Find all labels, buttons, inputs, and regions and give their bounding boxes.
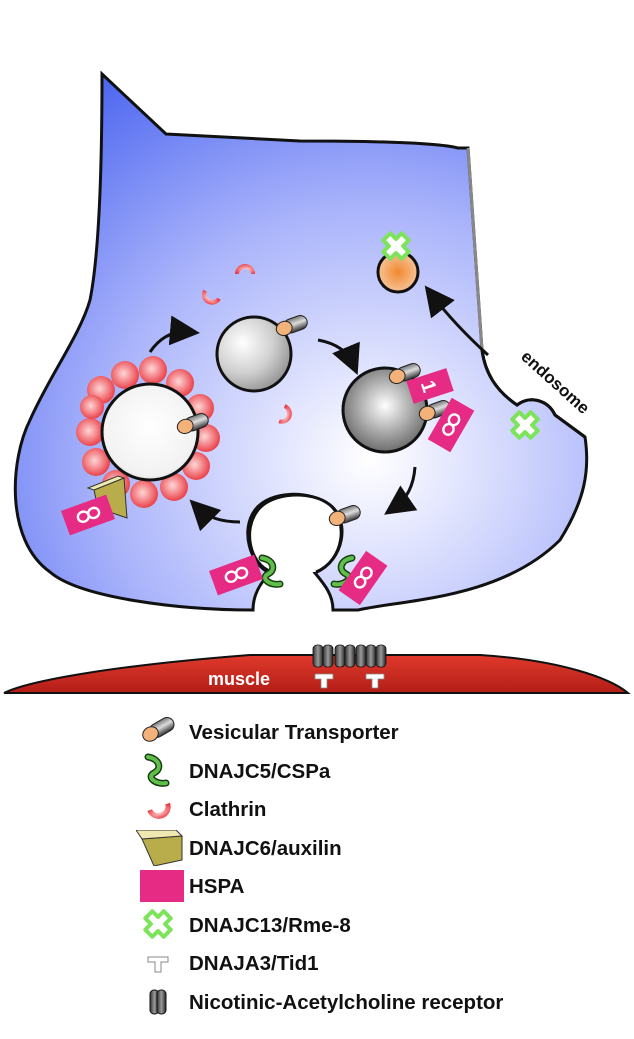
legend-label: Nicotinic-Acetylcholine receptor	[189, 990, 504, 1014]
legend-label: DNAJA3/Tid1	[189, 952, 319, 975]
legend-item-clathrin: Clathrin	[136, 791, 626, 830]
nachr-receptors	[312, 644, 387, 668]
legend-label: Clathrin	[189, 798, 267, 821]
dnajc6-auxilin-icon	[136, 829, 184, 866]
nicotinic-acetylcholine-receptor-icon	[149, 989, 167, 1014]
legend-item-tid1: DNAJA3/Tid1	[136, 945, 626, 984]
dnajc13-rme8-icon	[143, 908, 173, 939]
synapse-diagram: muscle 1	[3, 70, 631, 694]
clathrin-icon	[147, 802, 171, 819]
endosome-membrane	[480, 349, 586, 439]
muscle-label: muscle	[208, 669, 270, 689]
legend-label: HSPA	[189, 875, 245, 898]
legend-label: DNAJC5/CSPa	[189, 759, 331, 783]
dnaja3-tid1-icon	[147, 956, 169, 973]
vesicular-transporter-icon	[142, 717, 175, 742]
legend-item-cspa: DNAJC5/CSPa	[136, 753, 626, 792]
legend-item-hspa: HSPA	[136, 868, 626, 907]
legend-item-rme8: DNAJC13/Rme-8	[136, 907, 626, 946]
endocytic-pit	[248, 493, 343, 574]
legend: Vesicular Transporter DNAJC5/CSPa Clathr…	[136, 714, 626, 1022]
dnajc5-cspa-icon	[144, 753, 170, 787]
vesicle-uncoated	[215, 315, 293, 393]
hspa-icon	[140, 870, 184, 902]
legend-label: DNAJC13/Rme-8	[189, 913, 351, 937]
legend-item-vesicular-transporter: Vesicular Transporter	[136, 714, 626, 753]
endosome	[376, 250, 420, 294]
legend-item-auxilin: DNAJC6/auxilin	[136, 829, 626, 869]
legend-label: DNAJC6/auxilin	[189, 836, 342, 860]
legend-item-nachr: Nicotinic-Acetylcholine receptor	[136, 984, 626, 1023]
legend-label: Vesicular Transporter	[189, 721, 399, 744]
